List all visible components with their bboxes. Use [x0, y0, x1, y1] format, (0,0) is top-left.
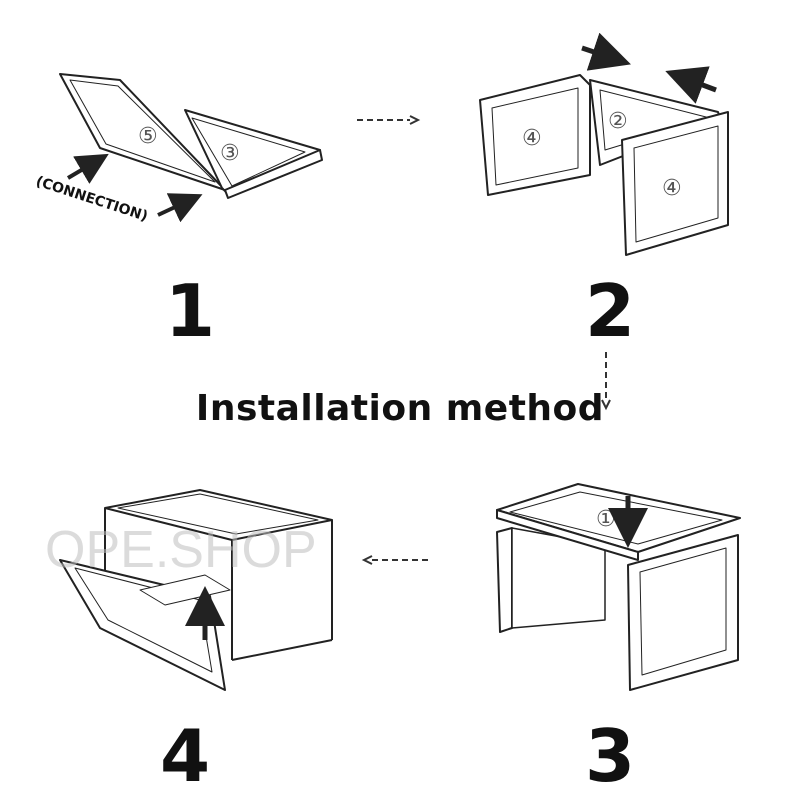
step-4-illustration [59, 489, 333, 691]
step-2-illustration: ④ ② ④ [479, 32, 729, 256]
label-1: ① [596, 507, 616, 532]
page-title: Installation method [195, 388, 605, 429]
label-5: ⑤ [138, 124, 158, 149]
label-3: ③ [220, 141, 240, 166]
step-number-3: 3 [585, 714, 636, 798]
label-4-right: ④ [662, 176, 682, 201]
step-1-illustration: ⑤ ③ (CONNECTION) [34, 73, 323, 225]
watermark: OPE.SHOP [45, 521, 317, 579]
step-number-2: 2 [585, 269, 636, 353]
connection-label: (CONNECTION) [34, 174, 150, 225]
step-3-illustration: ① [496, 483, 741, 691]
step-number-1: 1 [165, 269, 216, 353]
label-4-left: ④ [522, 126, 542, 151]
step-number-4: 4 [160, 714, 211, 798]
label-2: ② [608, 109, 628, 134]
